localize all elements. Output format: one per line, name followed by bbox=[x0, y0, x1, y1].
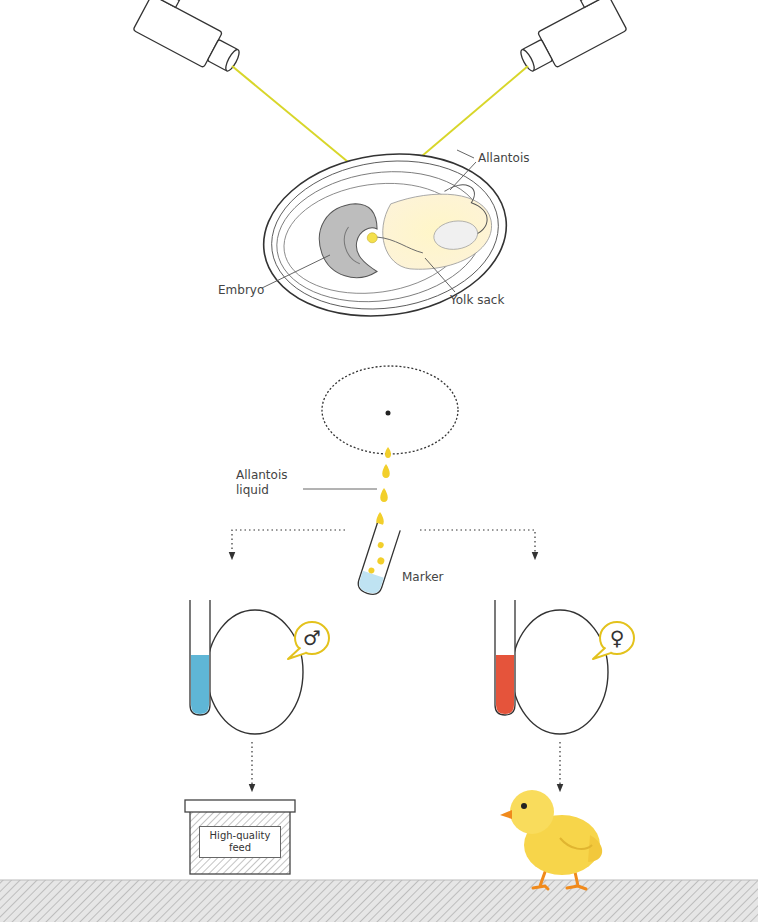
chick bbox=[500, 790, 602, 889]
camera bbox=[511, 0, 627, 80]
sex-symbol: ♂ bbox=[303, 627, 321, 649]
sex-symbol: ♀ bbox=[610, 627, 625, 649]
part-label: Marker bbox=[402, 570, 443, 585]
egg-outline bbox=[207, 610, 303, 734]
leader-line bbox=[303, 489, 377, 490]
feed-crate bbox=[185, 800, 295, 874]
ground-line bbox=[0, 880, 758, 881]
test-tube-blue bbox=[190, 600, 210, 715]
part-label: Allantois bbox=[478, 151, 529, 166]
ground bbox=[0, 880, 758, 922]
test-tube-red bbox=[495, 600, 515, 715]
feed-label: High-quality feed bbox=[199, 826, 281, 858]
leader-lines bbox=[262, 150, 476, 292]
egg-cross-section bbox=[253, 139, 517, 331]
camera bbox=[133, 0, 249, 80]
sex-bubble: ♂ bbox=[294, 621, 330, 655]
part-label: Yolk sack bbox=[450, 293, 504, 308]
part-label: Allantois liquid bbox=[236, 468, 300, 498]
egg-outline bbox=[322, 366, 458, 454]
marker-tube bbox=[356, 523, 400, 597]
part-label: Embryo bbox=[218, 283, 264, 298]
puncture-point bbox=[386, 411, 391, 416]
egg-outline bbox=[512, 610, 608, 734]
droplets bbox=[376, 447, 391, 526]
sex-bubble: ♀ bbox=[599, 621, 635, 655]
feed-text: High-quality feed bbox=[205, 830, 275, 854]
